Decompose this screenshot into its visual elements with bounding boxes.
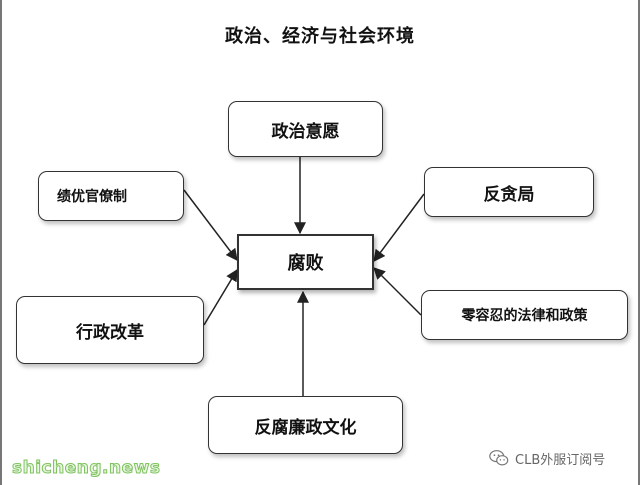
right-edge-line (638, 0, 640, 485)
arrow-right-top-to-center (373, 193, 425, 262)
left-edge-line (0, 0, 2, 485)
node-meritocracy-label: 绩优官僚制 (57, 189, 127, 205)
node-administrative-reform: 行政改革 (16, 296, 204, 364)
node-administrative-reform-label: 行政改革 (76, 322, 144, 343)
node-zero-tolerance-label: 零容忍的法律和政策 (461, 308, 588, 324)
wechat-icon (489, 450, 509, 466)
arrow-right-bottom-to-center (373, 267, 422, 316)
node-anti-corruption-bureau: 反贪局 (424, 167, 594, 217)
node-anti-corruption-bureau-label: 反贪局 (483, 184, 535, 205)
arrow-left-bottom-to-center (203, 268, 238, 326)
account-watermark-label: CLB外服订阅号 (515, 452, 606, 468)
node-corruption-label: 腐败 (287, 253, 324, 274)
diagram-title: 政治、经济与社会环境 (225, 26, 415, 47)
arrow-left-top-to-center (183, 189, 238, 261)
node-political-will-label: 政治意愿 (271, 121, 340, 142)
site-watermark: shicheng.news (11, 458, 161, 479)
node-meritocracy: 绩优官僚制 (38, 171, 184, 221)
account-watermark: CLB外服订阅号 (488, 447, 605, 469)
node-anti-corruption-culture: 反腐廉政文化 (208, 396, 403, 454)
node-corruption: 腐败 (237, 234, 374, 290)
node-political-will: 政治意愿 (228, 101, 383, 157)
node-zero-tolerance: 零容忍的法律和政策 (421, 290, 628, 340)
node-anti-corruption-culture-label: 反腐廉政文化 (254, 417, 357, 438)
